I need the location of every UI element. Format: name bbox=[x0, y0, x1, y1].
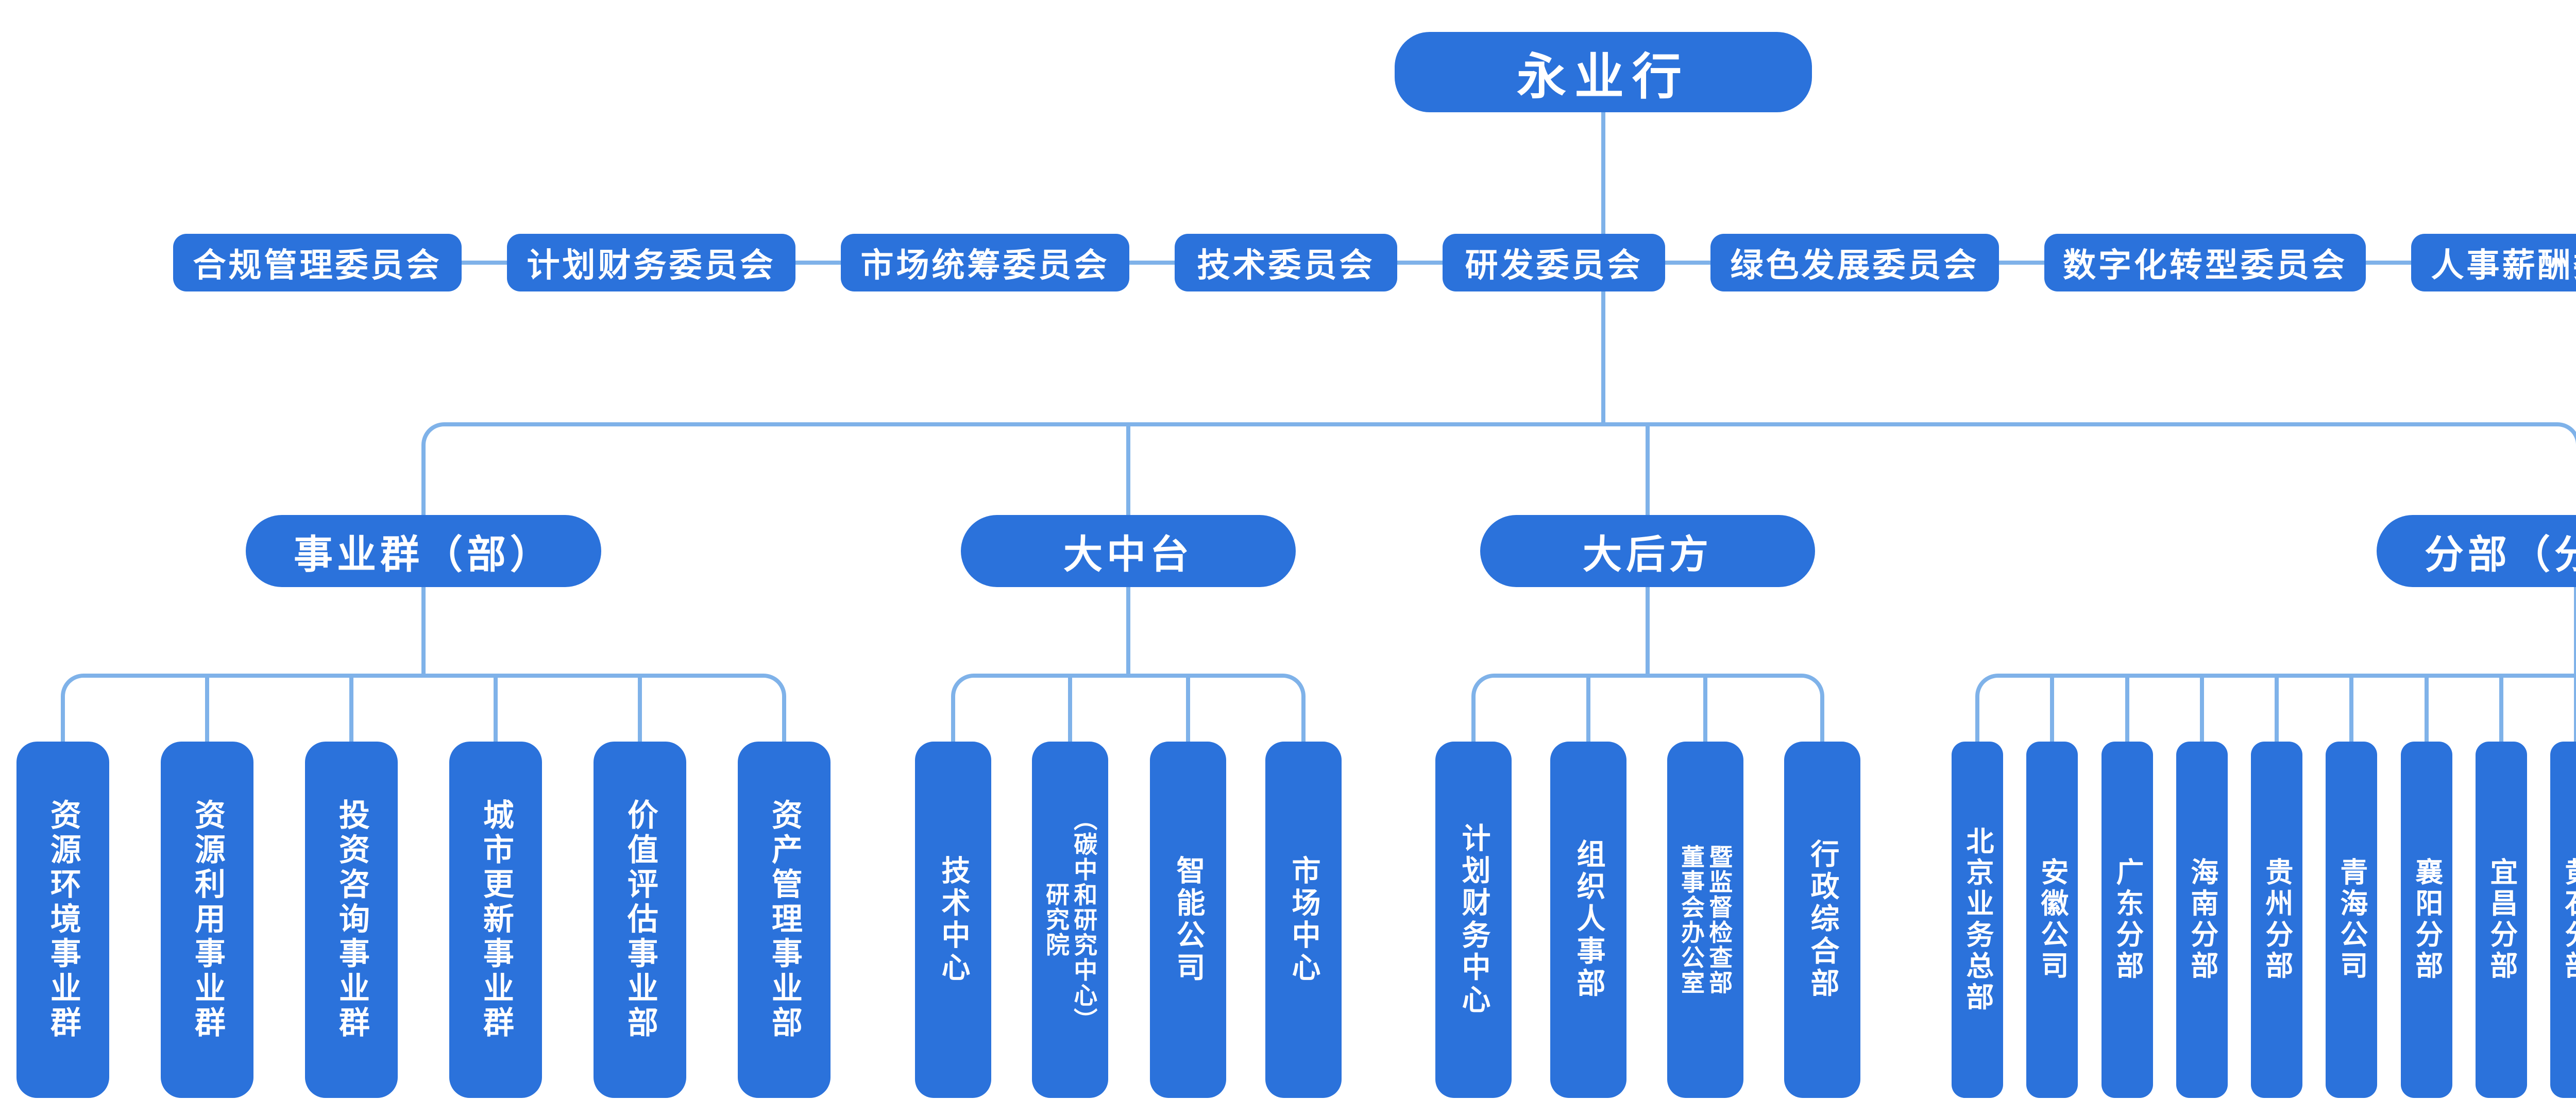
connector-drop-line bbox=[1126, 587, 1130, 674]
committee-node: 技术委员会 bbox=[1175, 234, 1397, 291]
department-node: 市场中心 bbox=[1265, 742, 1342, 1098]
department-node: 北京业务总部 bbox=[1952, 742, 2003, 1098]
department-node: 广东分部 bbox=[2102, 742, 2153, 1098]
committee-node: 合规管理委员会 bbox=[173, 234, 462, 291]
department-node: 董事会办公室 暨监督检查部 bbox=[1667, 742, 1743, 1098]
department-node: 组织人事部 bbox=[1550, 742, 1626, 1098]
department-node: 智能公司 bbox=[1150, 742, 1226, 1098]
department-node: 襄阳分部 bbox=[2401, 742, 2452, 1098]
connector-drop-line bbox=[1186, 674, 1190, 742]
connector-drop-line bbox=[638, 674, 642, 742]
department-node: 安徽公司 bbox=[2026, 742, 2078, 1098]
department-node: 资产管理事业部 bbox=[738, 742, 831, 1098]
group-header-node: 事业群（部） bbox=[246, 515, 601, 587]
connector-drop-line bbox=[2574, 587, 2576, 674]
connector-drop-line bbox=[349, 674, 353, 742]
connector-drop-line bbox=[2574, 674, 2576, 742]
department-node: 计划财务中心 bbox=[1435, 742, 1512, 1098]
department-node: 城市更新事业群 bbox=[449, 742, 542, 1098]
department-node: 青海公司 bbox=[2326, 742, 2377, 1098]
department-node: 资源环境事业群 bbox=[16, 742, 109, 1098]
connector-children-bus bbox=[1471, 674, 1824, 742]
department-node: 研究院 （碳中和研究中心） bbox=[1032, 742, 1108, 1098]
connector-children-bus bbox=[951, 674, 1306, 742]
committee-node: 研发委员会 bbox=[1443, 234, 1665, 291]
connector-drop-line bbox=[1703, 674, 1707, 742]
connector-drop-line bbox=[1586, 674, 1590, 742]
connector-drop-line bbox=[2125, 674, 2129, 742]
department-node: 价值评估事业部 bbox=[594, 742, 686, 1098]
connector-children-bus bbox=[61, 674, 786, 742]
committee-node: 计划财务委员会 bbox=[507, 234, 795, 291]
connector-drop-line bbox=[2275, 674, 2279, 742]
connector-drop-line bbox=[1126, 422, 1130, 515]
committee-node: 绿色发展委员会 bbox=[1710, 234, 1999, 291]
committee-node: 数字化转型委员会 bbox=[2044, 234, 2366, 291]
department-node: 资源利用事业群 bbox=[161, 742, 253, 1098]
department-node: 投资咨询事业群 bbox=[305, 742, 398, 1098]
department-node: 宜昌分部 bbox=[2476, 742, 2527, 1098]
group-header-node: 大后方 bbox=[1480, 515, 1815, 587]
connector-drop-line bbox=[2349, 674, 2353, 742]
group-header-node: 分部（分公司） bbox=[2376, 515, 2576, 587]
committee-row: 合规管理委员会计划财务委员会市场统筹委员会技术委员会研发委员会绿色发展委员会数字… bbox=[0, 234, 2576, 291]
connector-drop-line bbox=[2050, 674, 2054, 742]
connector-drop-line bbox=[494, 674, 498, 742]
department-node: 技术中心 bbox=[915, 742, 991, 1098]
connector-drop-line bbox=[1646, 422, 1650, 515]
department-node: 海南分部 bbox=[2176, 742, 2228, 1098]
committee-node: 人事薪酬委员会 bbox=[2411, 234, 2576, 291]
department-node: 贵州分部 bbox=[2251, 742, 2302, 1098]
connector-drop-line bbox=[2499, 674, 2503, 742]
connector-division-bus bbox=[421, 422, 2576, 515]
committee-node: 市场统筹委员会 bbox=[841, 234, 1129, 291]
connector-drop-line bbox=[1068, 674, 1072, 742]
connector-drop-line bbox=[1646, 587, 1650, 674]
connector-drop-line bbox=[421, 587, 426, 674]
department-node: 黄石分部 bbox=[2550, 742, 2576, 1098]
connector-drop-line bbox=[2200, 674, 2204, 742]
connector-drop-line bbox=[205, 674, 209, 742]
group-header-node: 大中台 bbox=[961, 515, 1296, 587]
department-node: 行政综合部 bbox=[1784, 742, 1860, 1098]
connector-drop-line bbox=[2425, 674, 2429, 742]
org-root-node: 永业行 bbox=[1395, 32, 1812, 112]
